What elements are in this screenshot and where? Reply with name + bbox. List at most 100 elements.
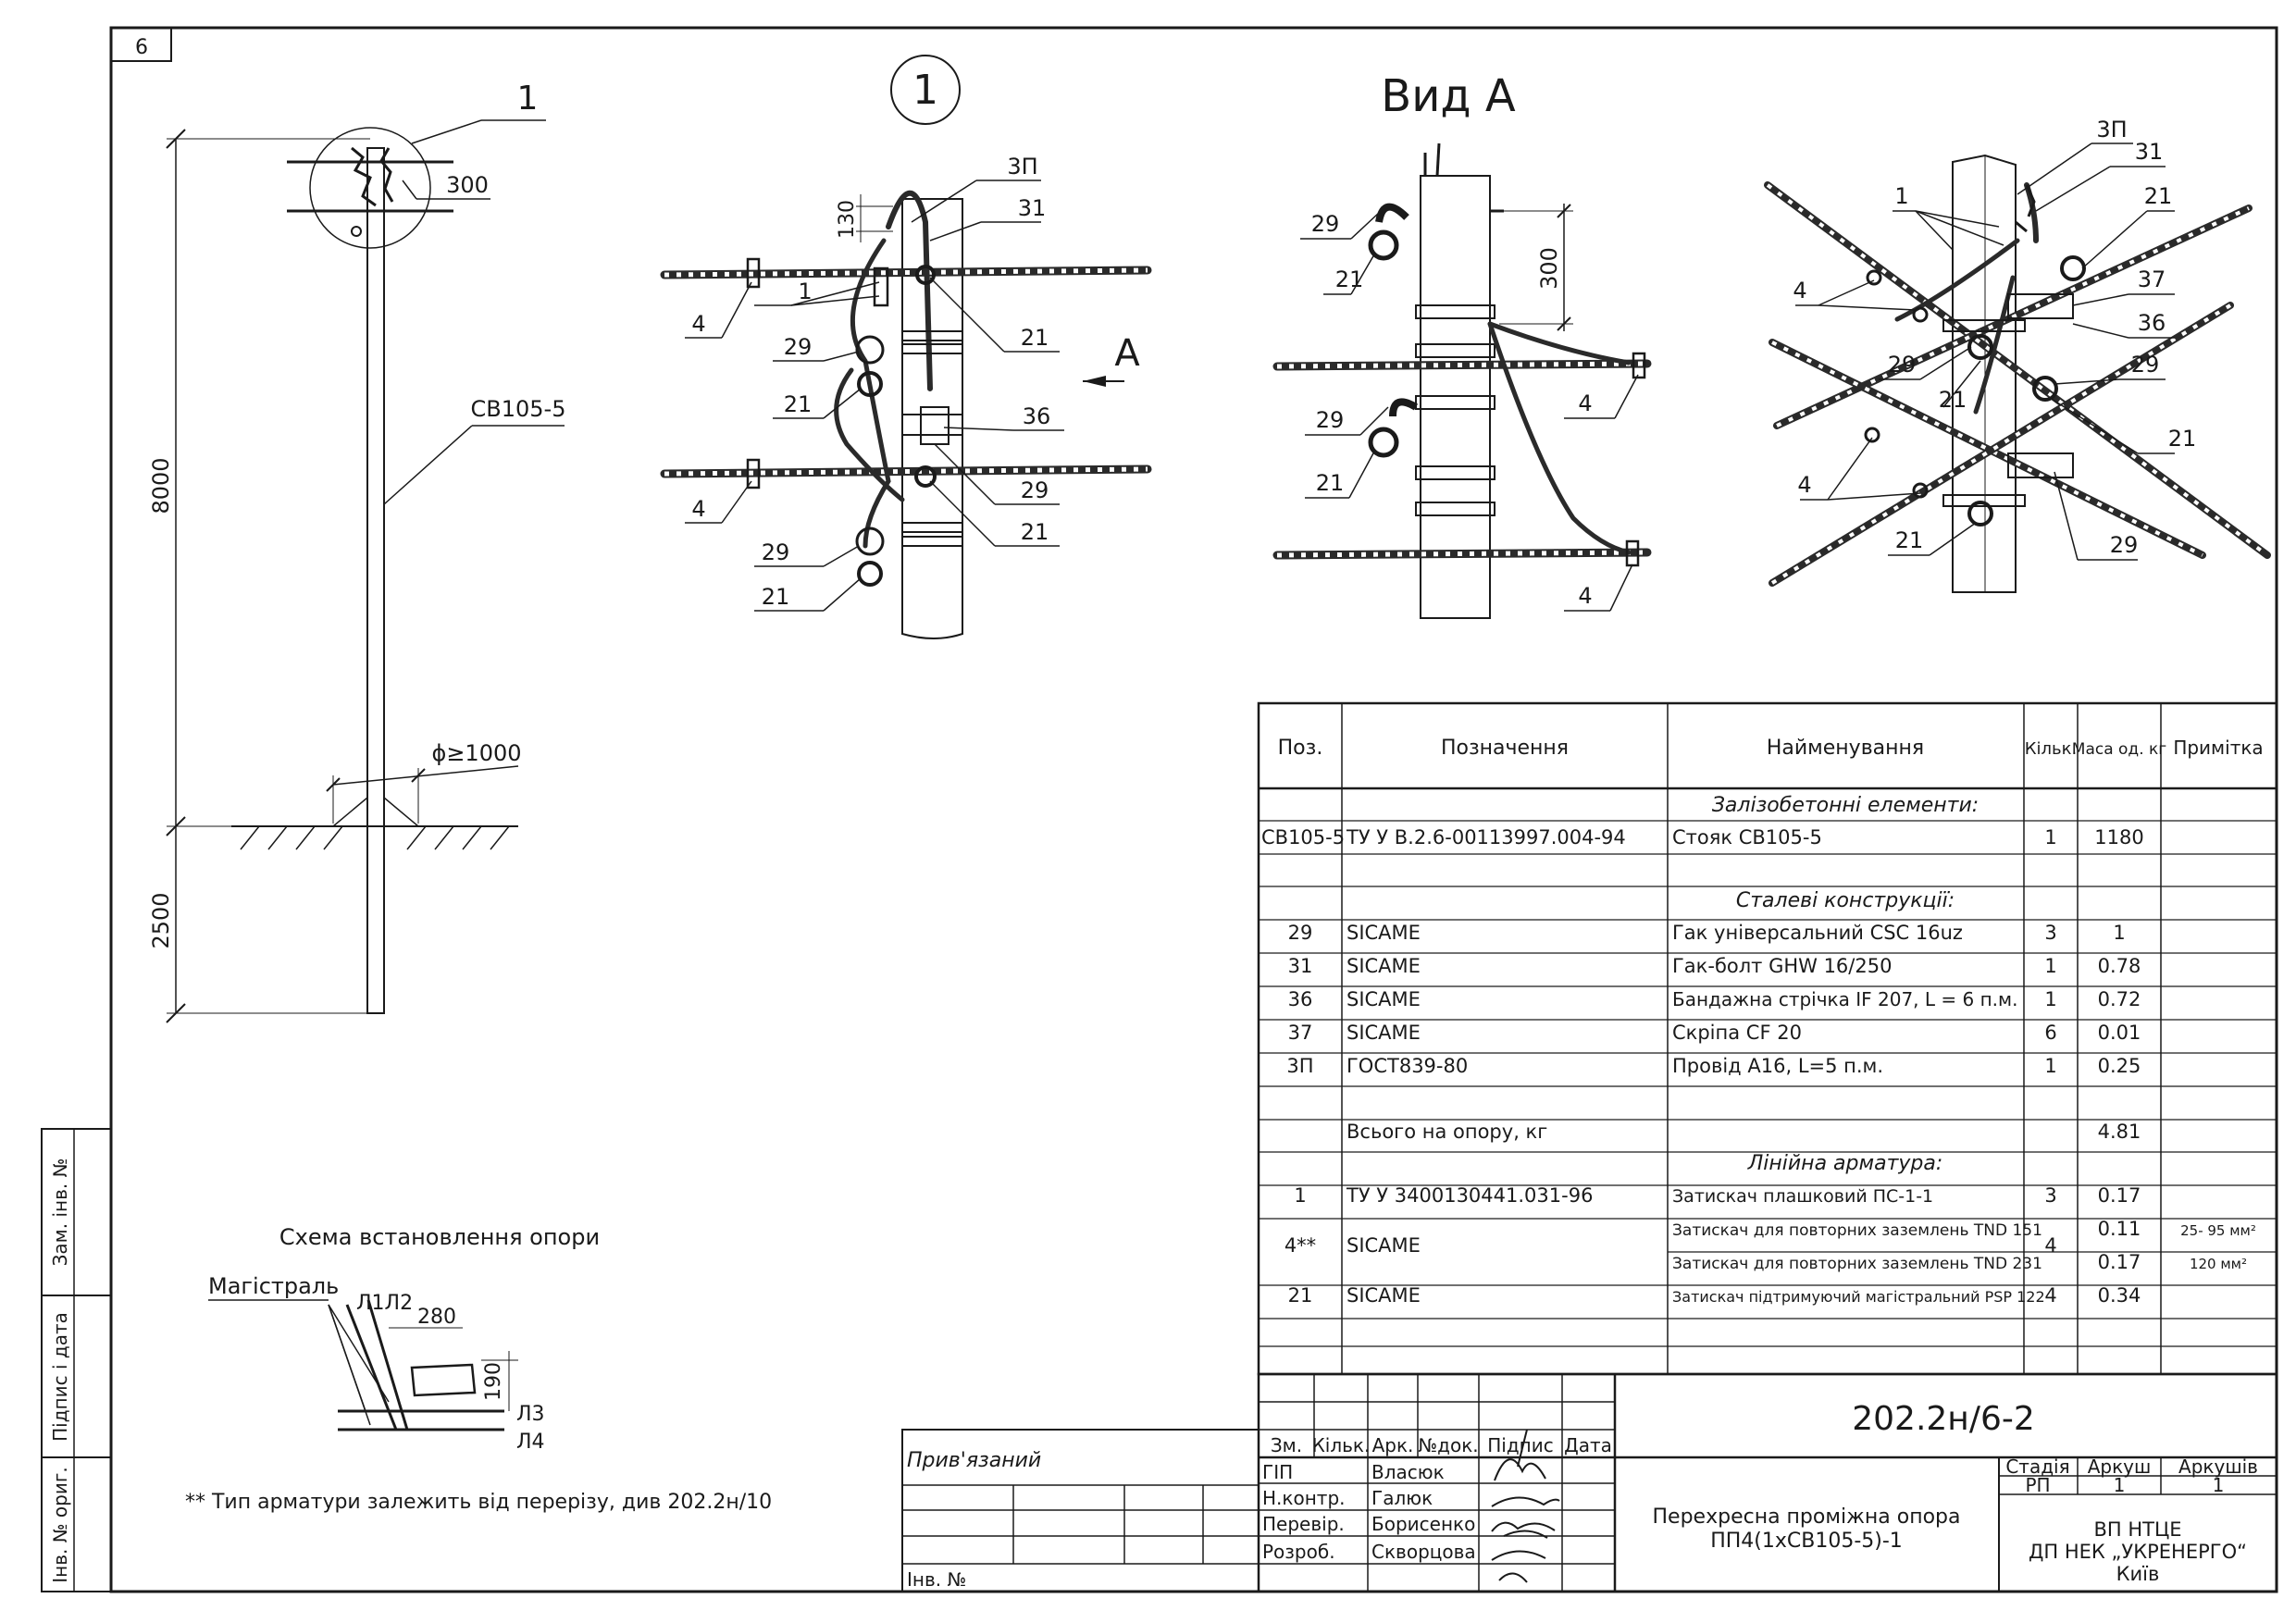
d1-label-1: 1: [798, 279, 812, 304]
row-4-qty: 4: [2044, 1234, 2056, 1257]
inv-label: Інв. №: [907, 1568, 966, 1591]
signature-4: [1491, 1550, 1546, 1583]
row-29-pos: 29: [1288, 922, 1313, 944]
row-31-mass: 0.78: [2098, 955, 2141, 977]
row-4b-note: 120 мм²: [2190, 1256, 2247, 1272]
title-line-2: ПП4(1хСВ105-5)-1: [1710, 1530, 1903, 1553]
d1-label-4-bottom: 4: [691, 496, 705, 522]
header-pos: Поз.: [1278, 737, 1323, 760]
iso-label-3p: 3П: [2096, 117, 2127, 142]
row-37-name: Скріпа CF 20: [1672, 1022, 1802, 1044]
row-37-code: SICAME: [1347, 1022, 1421, 1044]
scheme-l4: Л4: [516, 1431, 545, 1454]
signer-nkontr-name: Галюк: [1371, 1487, 1433, 1509]
signer-perevir-name: Борисенко: [1371, 1513, 1475, 1535]
scheme-trunk-label: Магістраль: [208, 1273, 339, 1299]
d1-label-29-right: 29: [1021, 477, 1049, 503]
section-steel: Сталеві конструкції:: [1736, 889, 1955, 912]
dim-foundation: ϕ≥1000: [431, 740, 521, 766]
row-21-qty: 4: [2044, 1284, 2056, 1307]
callout-1-label: 1: [517, 80, 539, 118]
specification-table: Поз. Позначення Найменування Кільк. Маса…: [1257, 701, 2278, 1376]
d1-label-21-mid: 21: [784, 391, 813, 417]
stage-header: Стадія: [2005, 1456, 2069, 1478]
iso-label-21-right: 21: [2168, 426, 2197, 452]
va-label-4-top: 4: [1578, 390, 1592, 416]
rev-col-qty: Кільк.: [1312, 1434, 1371, 1456]
title-line-1: Перехресна проміжна опора: [1653, 1505, 1961, 1529]
sheets-header: Аркушів: [2178, 1456, 2258, 1478]
dim-130: 130: [836, 200, 859, 239]
row-37-mass: 0.01: [2098, 1022, 2141, 1044]
d1-label-36: 36: [1023, 403, 1051, 429]
sheet-header: Аркуш: [2088, 1456, 2152, 1478]
iso-label-4-top: 4: [1793, 278, 1806, 304]
section-fittings: Лінійна арматура:: [1747, 1152, 1943, 1175]
stage-value: РП: [2025, 1474, 2050, 1496]
signer-perevir-role: Перевір.: [1262, 1513, 1345, 1535]
bound-label: Прив'язаний: [907, 1449, 1041, 1472]
row-3p-qty: 1: [2044, 1055, 2056, 1077]
iso-label-1: 1: [1894, 183, 1908, 209]
org-line-2: ДП НЕК „УКРЕНЕРГО“: [2029, 1541, 2247, 1563]
row-3p-code: ГОСТ839-80: [1347, 1055, 1468, 1077]
row-21-pos: 21: [1288, 1284, 1313, 1307]
scheme-dim-190: 190: [482, 1362, 505, 1401]
row-4-code: SICAME: [1347, 1234, 1421, 1257]
iso-label-21-bottom: 21: [1895, 527, 1924, 553]
iso-label-29-right: 29: [2131, 352, 2160, 378]
row-29-code: SICAME: [1347, 922, 1421, 944]
iso-label-29-left: 29: [1888, 352, 1917, 378]
rev-col-date: Дата: [1564, 1434, 1612, 1456]
stamp-orig-inv: Інв. № ориг.: [49, 1467, 71, 1582]
row-31-qty: 1: [2044, 955, 2056, 977]
signer-gip-role: ГІП: [1262, 1461, 1293, 1483]
row-cv-mass: 1180: [2094, 826, 2143, 849]
view-a-arrow-label: А: [1114, 332, 1140, 375]
sheets-value: 1: [2213, 1474, 2225, 1496]
row-4a-name: Затискач для повторних заземлень TND 151: [1672, 1221, 2042, 1240]
row-36-name: Бандажна стрічка IF 207, L = 6 п.м.: [1672, 988, 2017, 1010]
title-block: Прив'язаний Інв. № Зм. Кільк. Арк. №док.…: [901, 1372, 2278, 1593]
org-line-1: ВП НТЦЕ: [2093, 1518, 2181, 1541]
row-4b-mass: 0.17: [2098, 1251, 2141, 1273]
row-4a-mass: 0.11: [2098, 1218, 2141, 1240]
d1-label-29-mid: 29: [784, 334, 813, 360]
row-1-code: ТУ У 3400130441.031-96: [1346, 1184, 1593, 1207]
footnote: ** Тип арматури залежить від перерізу, д…: [185, 1491, 772, 1514]
signer-rozrob-role: Розроб.: [1262, 1541, 1335, 1563]
drawing-code: 202.2н/6-2: [1852, 1400, 2035, 1438]
header-code: Позначення: [1441, 737, 1569, 760]
total-label: Всього на опору, кг: [1347, 1121, 1547, 1143]
iso-label-29-bottom: 29: [2110, 532, 2139, 558]
org-line-3: Київ: [2116, 1563, 2160, 1585]
sheet-value: 1: [2114, 1474, 2126, 1496]
iso-label-31: 31: [2135, 139, 2164, 165]
signature-2: [1491, 1496, 1560, 1507]
row-37-pos: 37: [1288, 1022, 1313, 1044]
row-36-mass: 0.72: [2098, 988, 2141, 1010]
va-label-29-bottom: 29: [1316, 407, 1345, 433]
row-1-pos: 1: [1294, 1184, 1306, 1207]
header-mass: Маса од. кг: [2072, 740, 2166, 759]
row-31-pos: 31: [1288, 955, 1313, 977]
iso-label-21-mid: 21: [1939, 387, 1967, 413]
view-a-title: Вид А: [1381, 70, 1516, 122]
d1-label-21-top: 21: [1021, 325, 1049, 351]
iso-label-21-top: 21: [2144, 183, 2173, 209]
pole-elevation-view: 1 300 СВ105-5 8000 2500 ϕ≥1000: [148, 80, 565, 1023]
signer-nkontr-role: Н.контр.: [1262, 1487, 1346, 1509]
header-name: Найменування: [1767, 737, 1924, 760]
d1-label-21-bottom: 21: [762, 584, 790, 610]
header-qty: Кільк.: [2025, 739, 2078, 759]
rev-col-doc: №док.: [1418, 1434, 1478, 1456]
detail-1-circle-label: 1: [912, 67, 938, 114]
row-3p-mass: 0.25: [2098, 1055, 2141, 1077]
row-3p-name: Провід А16, L=5 п.м.: [1672, 1055, 1883, 1077]
row-cv-name: Стояк СВ105-5: [1672, 826, 1822, 849]
total-value: 4.81: [2098, 1121, 2141, 1143]
row-3p-pos: 3П: [1286, 1055, 1313, 1077]
row-1-name: Затискач плашковий ПС-1-1: [1672, 1186, 1933, 1207]
row-4b-name: Затискач для повторних заземлень TND 231: [1672, 1255, 2042, 1273]
